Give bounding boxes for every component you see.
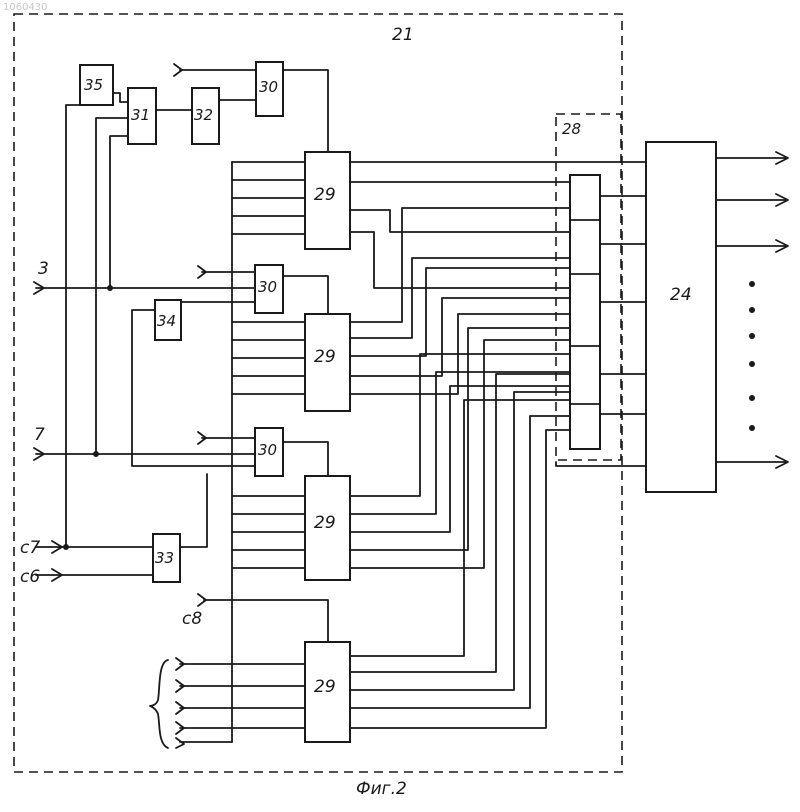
block-31-label: 31 [131,106,150,124]
junction-dots [63,285,113,550]
block-28-register [570,175,600,449]
unit-21-label: 21 [392,25,414,45]
block-29-bottom-label: 29 [314,677,336,697]
watermark-text: 1060430 [3,2,48,13]
block-34-label: 34 [157,312,176,330]
input-7-label: 7 [34,425,45,445]
block-32-label: 32 [194,106,213,124]
block-29-first-label: 29 [314,185,336,205]
block-30-top-label: 30 [259,78,278,96]
block-29-third-label: 29 [314,513,336,533]
input-3-label: 3 [38,259,49,279]
block-33-label: 33 [155,549,174,567]
block-30-lower-label: 30 [258,441,277,459]
block-30-middle-label: 30 [258,278,277,296]
input-c6-label: c6 [20,567,40,587]
block-29-second-label: 29 [314,347,336,367]
block-35-label: 35 [84,76,103,94]
figure-caption: Фиг.2 [356,779,407,799]
input-c8-label: c8 [182,609,202,629]
continuation-dots [749,281,755,431]
block-24 [646,142,716,492]
unit-28-label: 28 [562,120,581,138]
block-24-label: 24 [670,285,692,305]
input-c7-label: c7 [20,538,40,558]
